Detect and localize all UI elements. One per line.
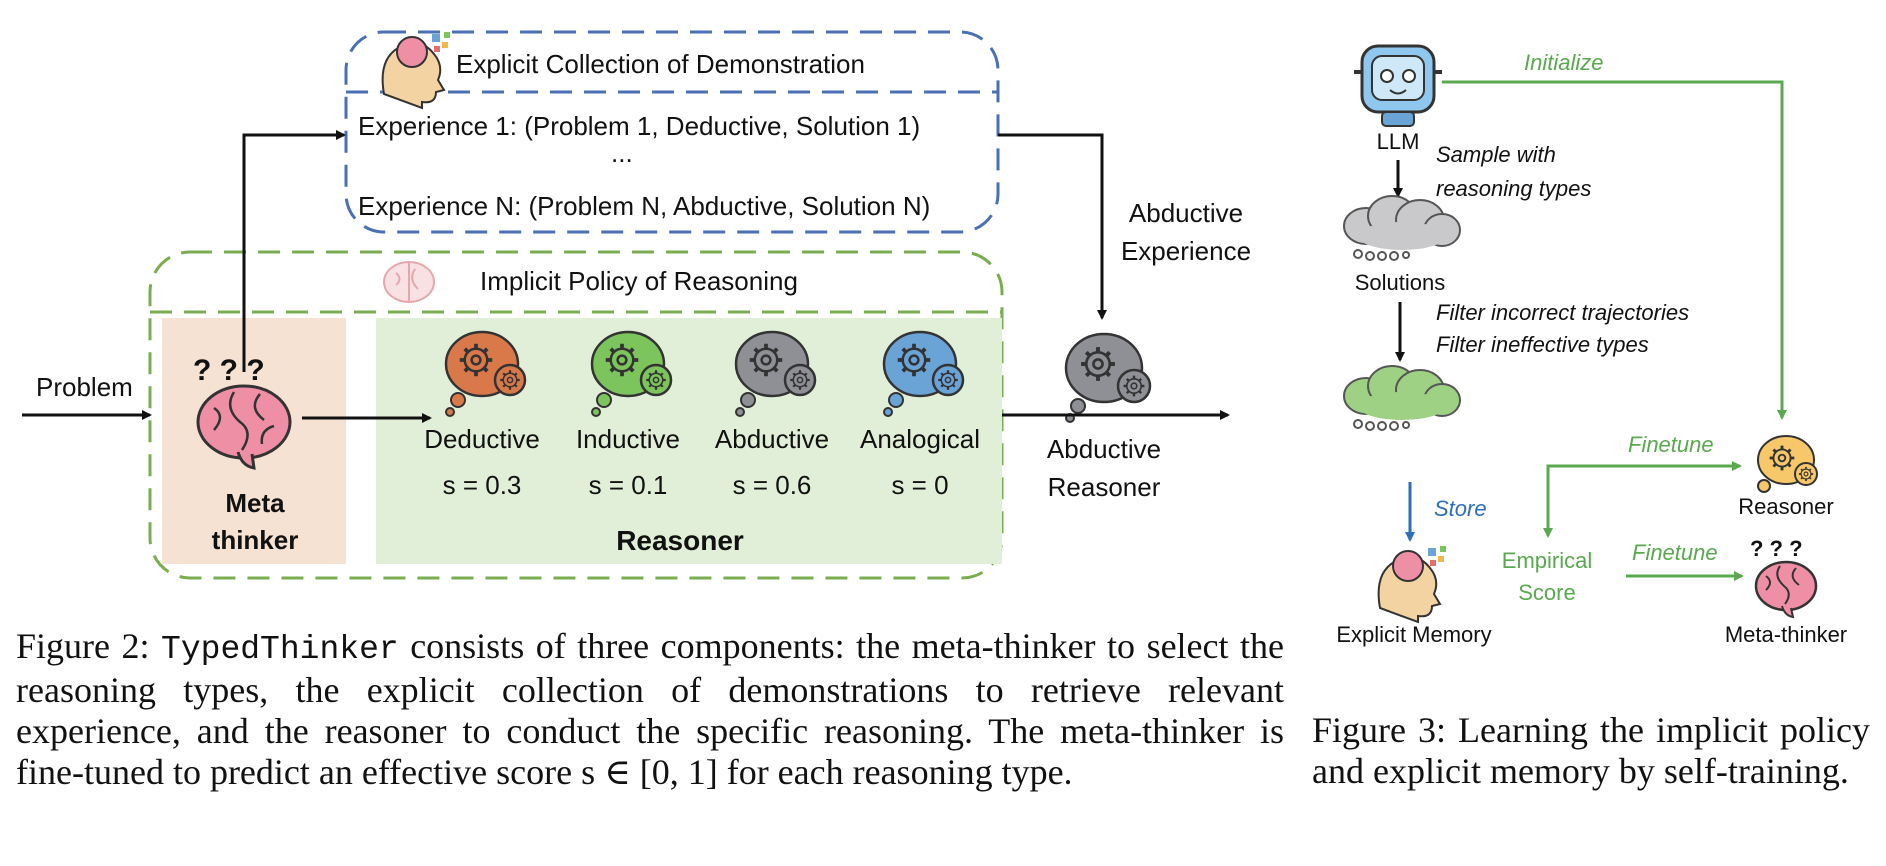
reasoning-type-1: Inductive s = 0.1 (576, 330, 680, 500)
solutions-label: Solutions (1355, 270, 1446, 295)
reasoning-type-2: Abductive s = 0.6 (715, 330, 829, 500)
reasoning-type-score: s = 0 (891, 470, 948, 500)
store-label: Store (1434, 496, 1487, 521)
collection-title: Explicit Collection of Demonstration (456, 49, 865, 79)
finetune-label-2: Finetune (1632, 540, 1718, 565)
figure-2-caption-name: TypedThinker (161, 631, 399, 668)
thought-bubble-icon (734, 330, 817, 417)
figure-2-caption: Figure 2: TypedThinker consists of three… (16, 626, 1284, 793)
initialize-label: Initialize (1524, 50, 1603, 75)
figure-3-caption-text: Learning the implicit policy and explici… (1312, 710, 1871, 791)
experience-n-text: Experience N: (Problem N, Abductive, Sol… (358, 191, 930, 221)
filtered-solutions-cloud-icon (1343, 365, 1461, 431)
abductive-reasoner-bubble-icon (1064, 332, 1152, 423)
explicit-collection-box (344, 30, 1000, 234)
meta-thinker-brain-icon (196, 384, 292, 470)
empirical-label-line-1: Empirical (1502, 548, 1592, 573)
policy-title: Implicit Policy of Reasoning (480, 266, 798, 296)
meta-thinker-question-marks: ? ? ? (1750, 536, 1803, 561)
figure-3-caption-label: Figure 3: (1312, 710, 1447, 750)
reasoning-type-score: s = 0.3 (443, 470, 522, 500)
reasoning-type-name: Analogical (860, 424, 980, 454)
filter-label-line-1: Filter incorrect trajectories (1436, 300, 1689, 325)
explicit-memory-label: Explicit Memory (1336, 622, 1491, 647)
meta-question-marks: ? ? ? (193, 354, 265, 387)
reasoning-type-name: Deductive (424, 424, 540, 454)
reasoning-type-score: s = 0.6 (733, 470, 812, 500)
reasoning-type-0: Deductive s = 0.3 (424, 330, 540, 500)
sample-label-line-2: reasoning types (1436, 176, 1591, 201)
experience-ellipsis: ... (611, 138, 633, 168)
head-with-brain-icon (381, 32, 450, 110)
collection-to-reasoner-arrow (998, 133, 1107, 320)
figure-3: LLM Initialize Sample with reasoning typ… (1336, 44, 1847, 647)
figure-3-caption: Figure 3: Learning the implicit policy a… (1312, 710, 1870, 792)
figure-2-caption-text: consists of three components: the meta-t… (16, 626, 1285, 792)
reasoning-type-name: Abductive (715, 424, 829, 454)
solutions-cloud-icon (1343, 195, 1461, 261)
experience-1-text: Experience 1: (Problem 1, Deductive, Sol… (358, 111, 920, 141)
brain-outline-icon (383, 261, 435, 303)
empirical-label-line-2: Score (1518, 580, 1575, 605)
thought-bubble-icon (444, 330, 527, 417)
thought-bubble-icon (882, 330, 965, 417)
finetune-reasoner-arrow (1546, 461, 1742, 528)
reasoning-type-3: Analogical s = 0 (860, 330, 980, 500)
meta-to-collection-arrow (242, 130, 346, 372)
meta-thinker-label: Meta-thinker (1725, 622, 1847, 647)
abductive-reasoner-line-1: Abductive (1047, 434, 1161, 464)
thought-bubble-icon (590, 330, 673, 417)
finetune-label-1: Finetune (1628, 432, 1714, 457)
abductive-experience-line-2: Experience (1121, 236, 1251, 266)
llm-label: LLM (1377, 129, 1420, 154)
initialize-arrow (1442, 80, 1787, 420)
reasoning-type-group: Deductive s = 0.3 Inductive s = 0.1 Abductiv… (424, 330, 980, 500)
problem-label: Problem (36, 372, 133, 402)
figure-2-caption-label: Figure 2: (16, 626, 150, 666)
meta-label-line-2: thinker (212, 525, 299, 555)
reasoning-type-score: s = 0.1 (589, 470, 668, 500)
figure-2: Implicit Policy of Reasoning Explicit Co… (22, 30, 1251, 580)
explicit-memory-head-icon (1377, 546, 1446, 624)
reasoner-fig3-label: Reasoner (1738, 494, 1833, 519)
meta-label-line-1: Meta (225, 488, 285, 518)
reasoning-type-name: Inductive (576, 424, 680, 454)
abductive-reasoner-line-2: Reasoner (1048, 472, 1161, 502)
abductive-experience-line-1: Abductive (1129, 198, 1243, 228)
filter-label-line-2: Filter ineffective types (1436, 332, 1649, 357)
reasoner-bubble-icon (1757, 435, 1818, 493)
sample-label-line-1: Sample with (1436, 142, 1556, 167)
llm-robot-icon (1354, 44, 1442, 127)
reasoner-label: Reasoner (616, 525, 744, 556)
meta-thinker-brain-icon-fig3 (1754, 560, 1818, 619)
